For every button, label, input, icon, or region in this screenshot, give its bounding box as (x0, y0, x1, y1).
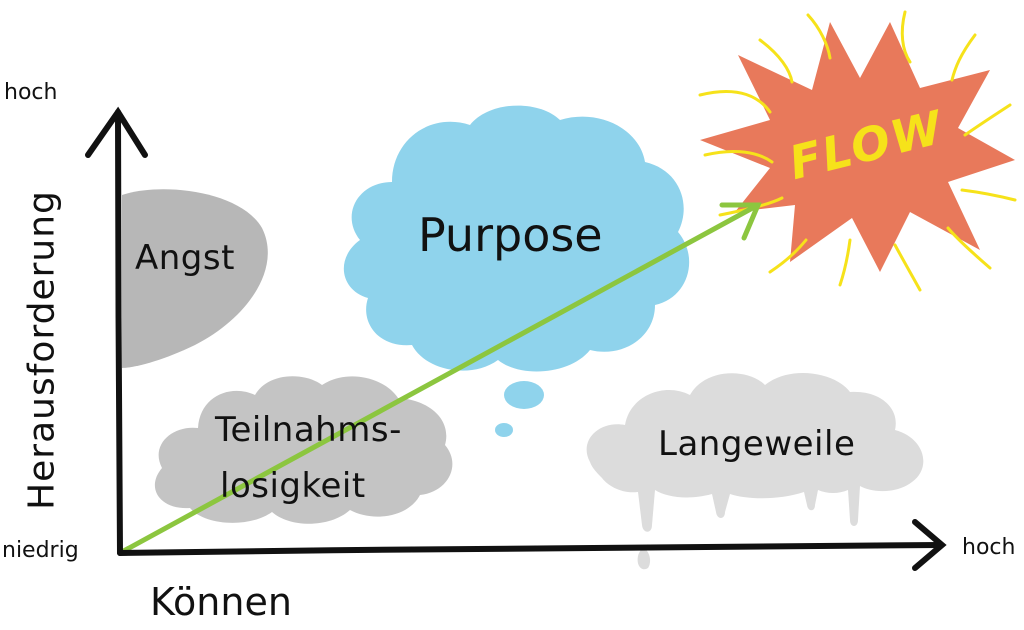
teilnahmslosigkeit-label-line1: Teilnahms- (215, 410, 402, 450)
x-axis (117, 519, 947, 571)
angst-blob (122, 189, 268, 368)
x-axis-title: Können (150, 580, 292, 624)
teilnahmslosigkeit-label-line2: losigkeit (220, 466, 366, 506)
y-axis-title: Herausforderung (21, 190, 63, 510)
langeweile-drip (637, 548, 651, 570)
purpose-bubble-large (504, 381, 544, 409)
angst-label: Angst (135, 238, 235, 278)
y-axis (85, 106, 148, 556)
langeweile-label: Langeweile (658, 424, 856, 464)
x-axis-high-label: hoch (962, 535, 1016, 560)
langeweile-cloud (586, 373, 924, 532)
purpose-cloud (343, 105, 690, 372)
y-axis-high-label: hoch (4, 80, 58, 105)
origin-label: niedrig (2, 538, 79, 563)
purpose-label: Purpose (418, 208, 603, 262)
flow-burst (698, 10, 1017, 292)
purpose-bubble-small (495, 423, 513, 437)
growth-arrow (117, 202, 762, 556)
